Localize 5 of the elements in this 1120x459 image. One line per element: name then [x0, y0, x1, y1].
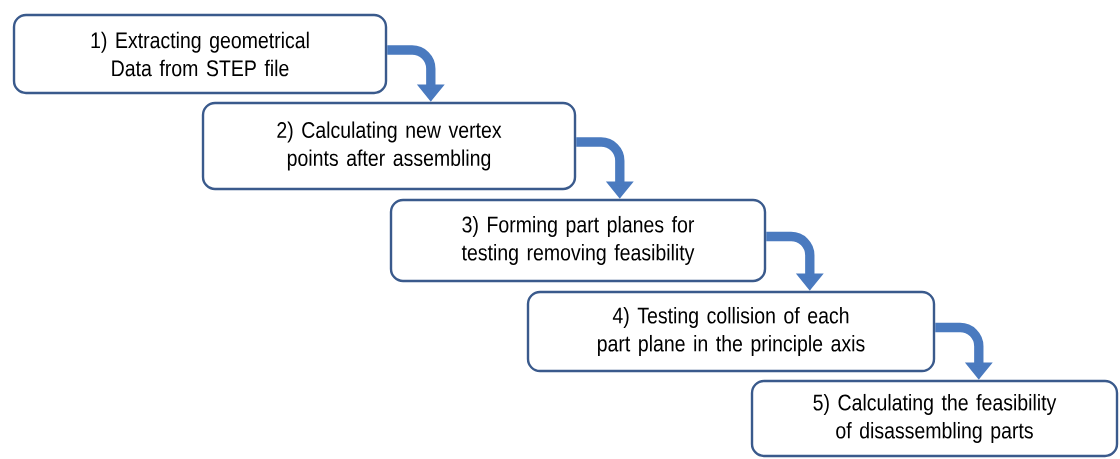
process-box: 4) Testing collision of each part plane in the principle axis	[526, 290, 936, 373]
process-box: 2) Calculating new vertex points after assembling	[201, 101, 577, 191]
process-box: 3) Forming part planes for testing removing feasibility	[389, 198, 767, 283]
process-box: 5) Calculating the feasibility of disassembling parts	[750, 379, 1119, 458]
process-box: 1) Extracting geometrical Data from STEP file	[12, 13, 388, 95]
